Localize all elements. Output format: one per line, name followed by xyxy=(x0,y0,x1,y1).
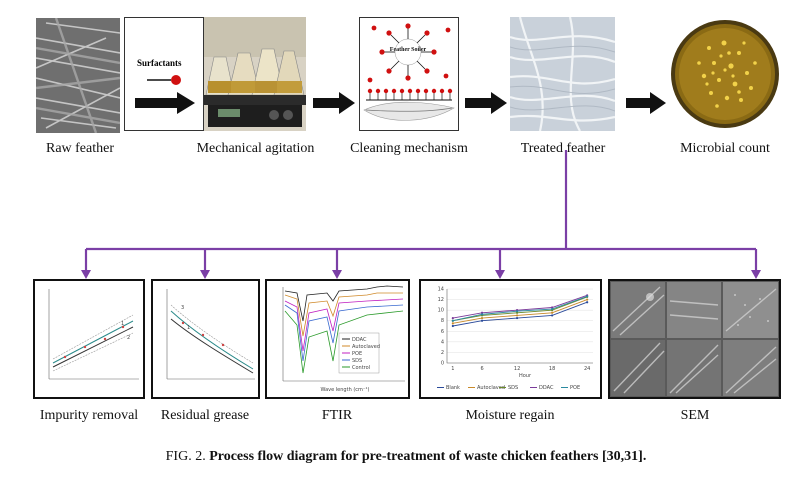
data-point xyxy=(451,319,454,322)
y-tick-label: 8 xyxy=(441,318,444,324)
legend-label: Autoclaved xyxy=(477,385,505,391)
raw-feather-image xyxy=(36,18,120,133)
microbial-count-label: Microbial count xyxy=(680,141,770,156)
data-point xyxy=(515,310,519,313)
data-point xyxy=(551,306,554,309)
data-point xyxy=(586,295,589,298)
arrow-right-icon xyxy=(313,92,355,114)
arrow-right-icon xyxy=(135,92,195,114)
moisture-xlabel: Hour xyxy=(519,373,532,379)
y-tick-label: 10 xyxy=(438,308,444,314)
ftir-legend-item: POE xyxy=(352,351,362,357)
data-point xyxy=(451,322,454,325)
cleaning-mechanism-label: Cleaning mechanism xyxy=(350,141,468,156)
x-tick-label: 1 xyxy=(451,366,454,372)
arrow-right-icon xyxy=(465,92,507,114)
data-point xyxy=(480,316,484,320)
y-tick-label: 4 xyxy=(441,339,444,345)
y-tick-label: 6 xyxy=(441,329,444,335)
svg-text:1: 1 xyxy=(121,321,124,327)
legend-label: POE xyxy=(570,385,580,391)
ftir-xlabel: Wave length (cm⁻¹) xyxy=(320,387,369,393)
ftir-legend-item: DDAC xyxy=(352,337,367,343)
data-point xyxy=(515,311,519,314)
data-point xyxy=(480,319,484,322)
series-line xyxy=(452,296,588,322)
mechanical-agitation-label: Mechanical agitation xyxy=(196,141,315,156)
data-point xyxy=(551,314,554,317)
data-point xyxy=(586,301,589,304)
feather-soiler-label: Feather Soiler xyxy=(390,47,427,53)
data-point xyxy=(480,311,484,314)
data-point xyxy=(515,314,519,317)
svg-text:2: 2 xyxy=(127,335,130,341)
surfactants-box: Surfactants xyxy=(124,17,204,131)
impurity-removal-label: Impurity removal xyxy=(39,408,139,423)
chart-axes xyxy=(446,289,593,364)
svg-text:1: 1 xyxy=(187,325,190,331)
y-tick-label: 0 xyxy=(441,361,444,367)
figure-caption-title: Process flow diagram for pre-treatment o… xyxy=(209,449,647,464)
figure-caption: FIG. 2. Process flow diagram for pre-tre… xyxy=(0,449,812,465)
ftir-chart: DDAC Autoclaved POE SDS Control Wave len… xyxy=(265,279,410,399)
data-point xyxy=(551,311,554,314)
x-tick-label: 12 xyxy=(514,366,520,372)
mechanical-agitation-image xyxy=(204,17,306,131)
sem-image-grid xyxy=(608,279,781,399)
data-point xyxy=(451,324,454,328)
y-tick-label: 2 xyxy=(441,350,444,356)
data-point xyxy=(480,313,484,316)
surfactant-molecule-icon xyxy=(147,75,181,85)
impurity-removal-chart: 1 2 xyxy=(33,279,145,399)
moisture-regain-label: Moisture regain xyxy=(465,408,555,423)
ftir-legend-item: Control xyxy=(352,365,370,371)
surfactants-label: Surfactants xyxy=(137,58,182,68)
ftir-legend-item: SDS xyxy=(352,358,362,364)
arrow-right-icon xyxy=(626,92,666,114)
x-tick-label: 24 xyxy=(584,366,590,372)
ftir-label: FTIR xyxy=(321,408,353,423)
sem-label: SEM xyxy=(680,408,710,423)
y-tick-label: 12 xyxy=(438,297,444,303)
raw-feather-label: Raw feather xyxy=(45,141,115,156)
petri-dish-image xyxy=(671,20,779,128)
ftir-legend-item: Autoclaved xyxy=(352,344,380,350)
legend-label: SDS xyxy=(508,385,518,391)
residual-grease-chart: 3 1 xyxy=(151,279,260,399)
cleaning-mechanism-diagram: Feather Soiler xyxy=(359,17,459,131)
data-point xyxy=(451,316,454,320)
legend-label: Blank xyxy=(446,385,460,391)
data-point xyxy=(551,307,554,311)
residual-grease-label: Residual grease xyxy=(160,408,250,423)
connector-lines xyxy=(81,150,761,279)
figure-caption-prefix: FIG. 2. xyxy=(165,449,206,464)
svg-text:3: 3 xyxy=(181,305,184,311)
x-tick-label: 6 xyxy=(480,366,483,372)
x-tick-label: 18 xyxy=(549,366,555,372)
treated-feather-label: Treated feather xyxy=(520,141,606,156)
treated-feather-image xyxy=(510,17,615,131)
legend-label: DDAC xyxy=(539,385,554,391)
y-tick-label: 14 xyxy=(438,287,444,293)
data-point xyxy=(515,316,519,320)
data-point xyxy=(586,298,589,301)
